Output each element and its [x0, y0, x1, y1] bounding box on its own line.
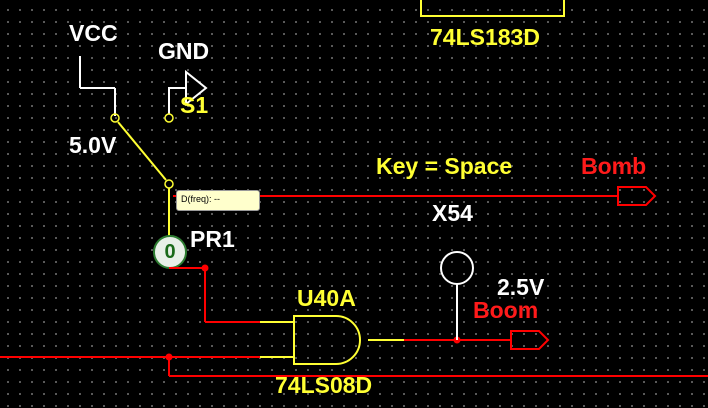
switch-terminal-common[interactable] [164, 179, 174, 189]
probe-name-label: PR1 [190, 226, 235, 252]
key-binding-label: Key = Space [376, 153, 513, 179]
switch-s1-lever[interactable] [117, 121, 167, 181]
gnd-label: GND [158, 38, 210, 64]
probe-tooltip: D(freq): -- [176, 190, 260, 211]
lamp-voltage-label: 2.5V [497, 274, 545, 300]
switch-terminal-top[interactable] [110, 113, 120, 123]
lamp-x54-body[interactable] [440, 251, 474, 285]
gate-name-label: U40A [297, 285, 356, 311]
probe-value-readout: 0 [164, 240, 176, 263]
gnd-symbol[interactable] [185, 69, 208, 107]
gnd-wire[interactable] [168, 87, 186, 114]
vcc-voltage-label: 5.0V [69, 132, 117, 158]
gate-part-label: 74LS08D [275, 372, 373, 398]
vcc-label: VCC [69, 20, 118, 46]
switch-terminal-gnd[interactable] [164, 113, 174, 123]
switch-name-label: S1 [180, 92, 209, 118]
chip-top-label: 74LS183D [430, 24, 540, 50]
junction-dot-probe [201, 264, 209, 272]
boom-connector-label: Boom [473, 297, 539, 323]
chip-74ls183d-body[interactable] [420, 0, 565, 17]
and-gate-u40a-body[interactable] [293, 315, 361, 365]
bomb-connector-symbol[interactable] [617, 186, 657, 206]
boom-connector-symbol[interactable] [510, 330, 550, 350]
lamp-name-label: X54 [432, 200, 473, 226]
bomb-connector-label: Bomb [581, 153, 647, 179]
